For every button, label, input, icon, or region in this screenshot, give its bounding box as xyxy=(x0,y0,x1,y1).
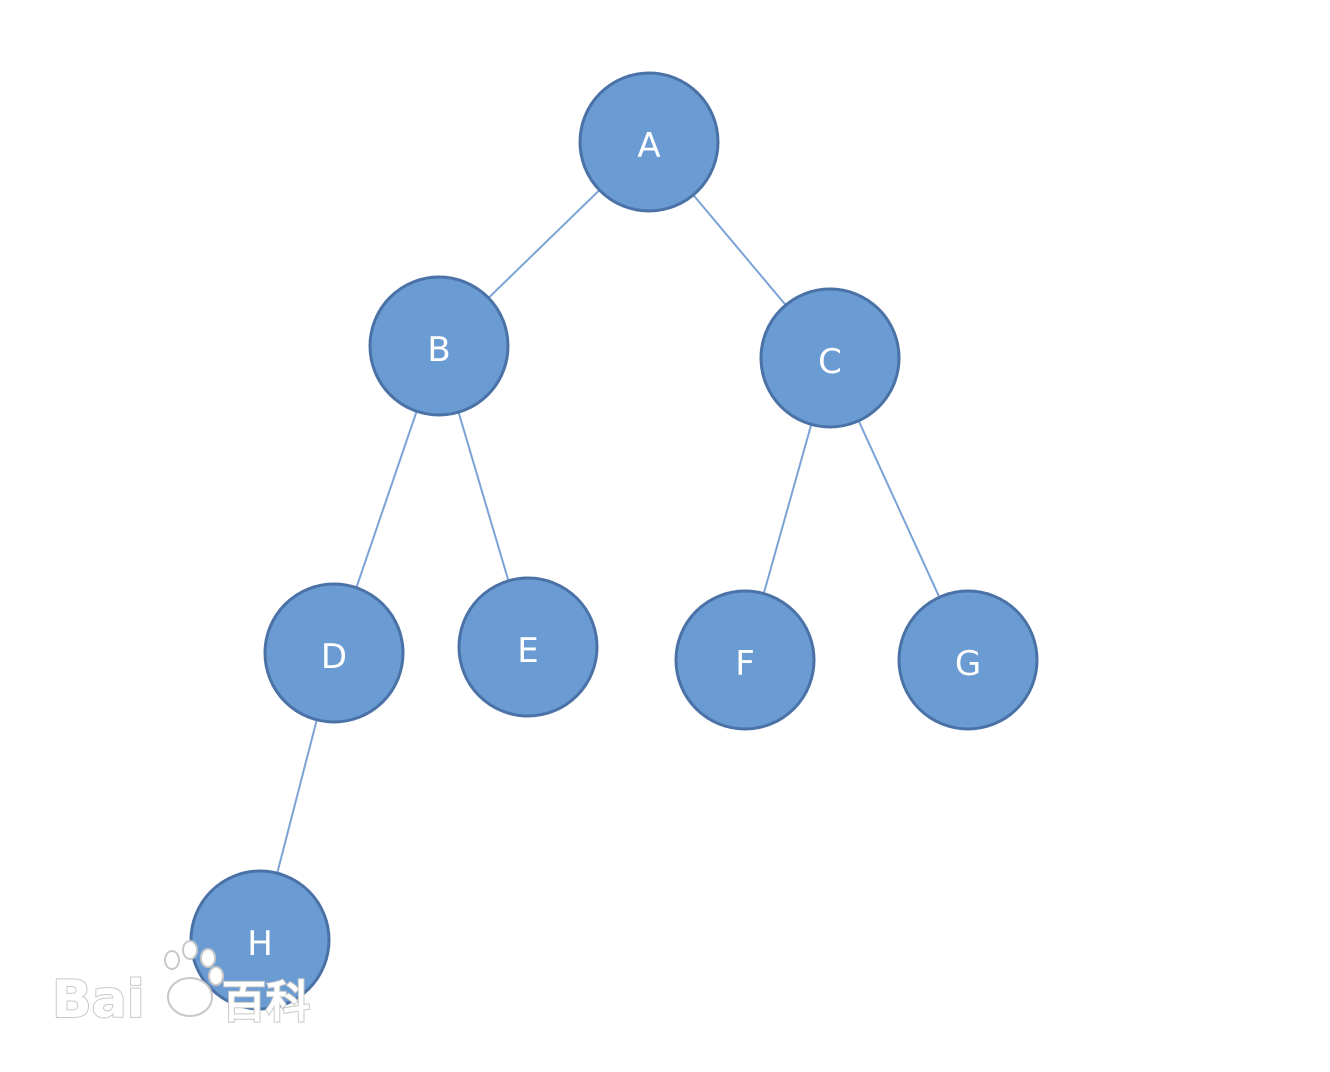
node-circle xyxy=(759,287,901,429)
node-label: A xyxy=(637,126,660,166)
edge-c-f xyxy=(762,422,813,596)
node-circle xyxy=(368,275,510,417)
edge-c-g xyxy=(856,418,942,600)
baidu-baike-watermark: Bai 百科 xyxy=(51,940,311,1031)
node-circle xyxy=(263,582,405,724)
node-label: H xyxy=(247,924,273,964)
node-label: F xyxy=(735,644,755,684)
edge-b-d xyxy=(354,409,419,590)
node-circle xyxy=(897,589,1039,731)
node-label: E xyxy=(517,631,538,671)
node-circle xyxy=(578,71,720,213)
node-e: E xyxy=(457,576,599,718)
node-label: G xyxy=(955,644,981,684)
node-c: C xyxy=(759,287,901,429)
edge-d-h xyxy=(275,717,319,876)
node-circle xyxy=(457,576,599,718)
node-f: F xyxy=(674,589,816,731)
edge-a-b xyxy=(486,187,602,301)
node-d: D xyxy=(263,582,405,724)
watermark-text-cjk: 百科 xyxy=(222,977,310,1028)
edges-layer xyxy=(275,187,942,876)
node-label: B xyxy=(427,330,450,370)
node-label: C xyxy=(818,342,842,382)
nodes-layer: A B C D E F G H xyxy=(189,71,1039,1011)
watermark-text-latin: Bai xyxy=(52,970,145,1030)
edge-b-e xyxy=(457,410,510,583)
node-circle xyxy=(674,589,816,731)
node-label: D xyxy=(321,637,347,677)
node-g: G xyxy=(897,589,1039,731)
paw-icon xyxy=(164,940,224,1017)
node-a: A xyxy=(578,71,720,213)
node-h: H xyxy=(189,869,331,1011)
node-b: B xyxy=(368,275,510,417)
edge-a-c xyxy=(691,192,788,308)
node-circle xyxy=(189,869,331,1011)
